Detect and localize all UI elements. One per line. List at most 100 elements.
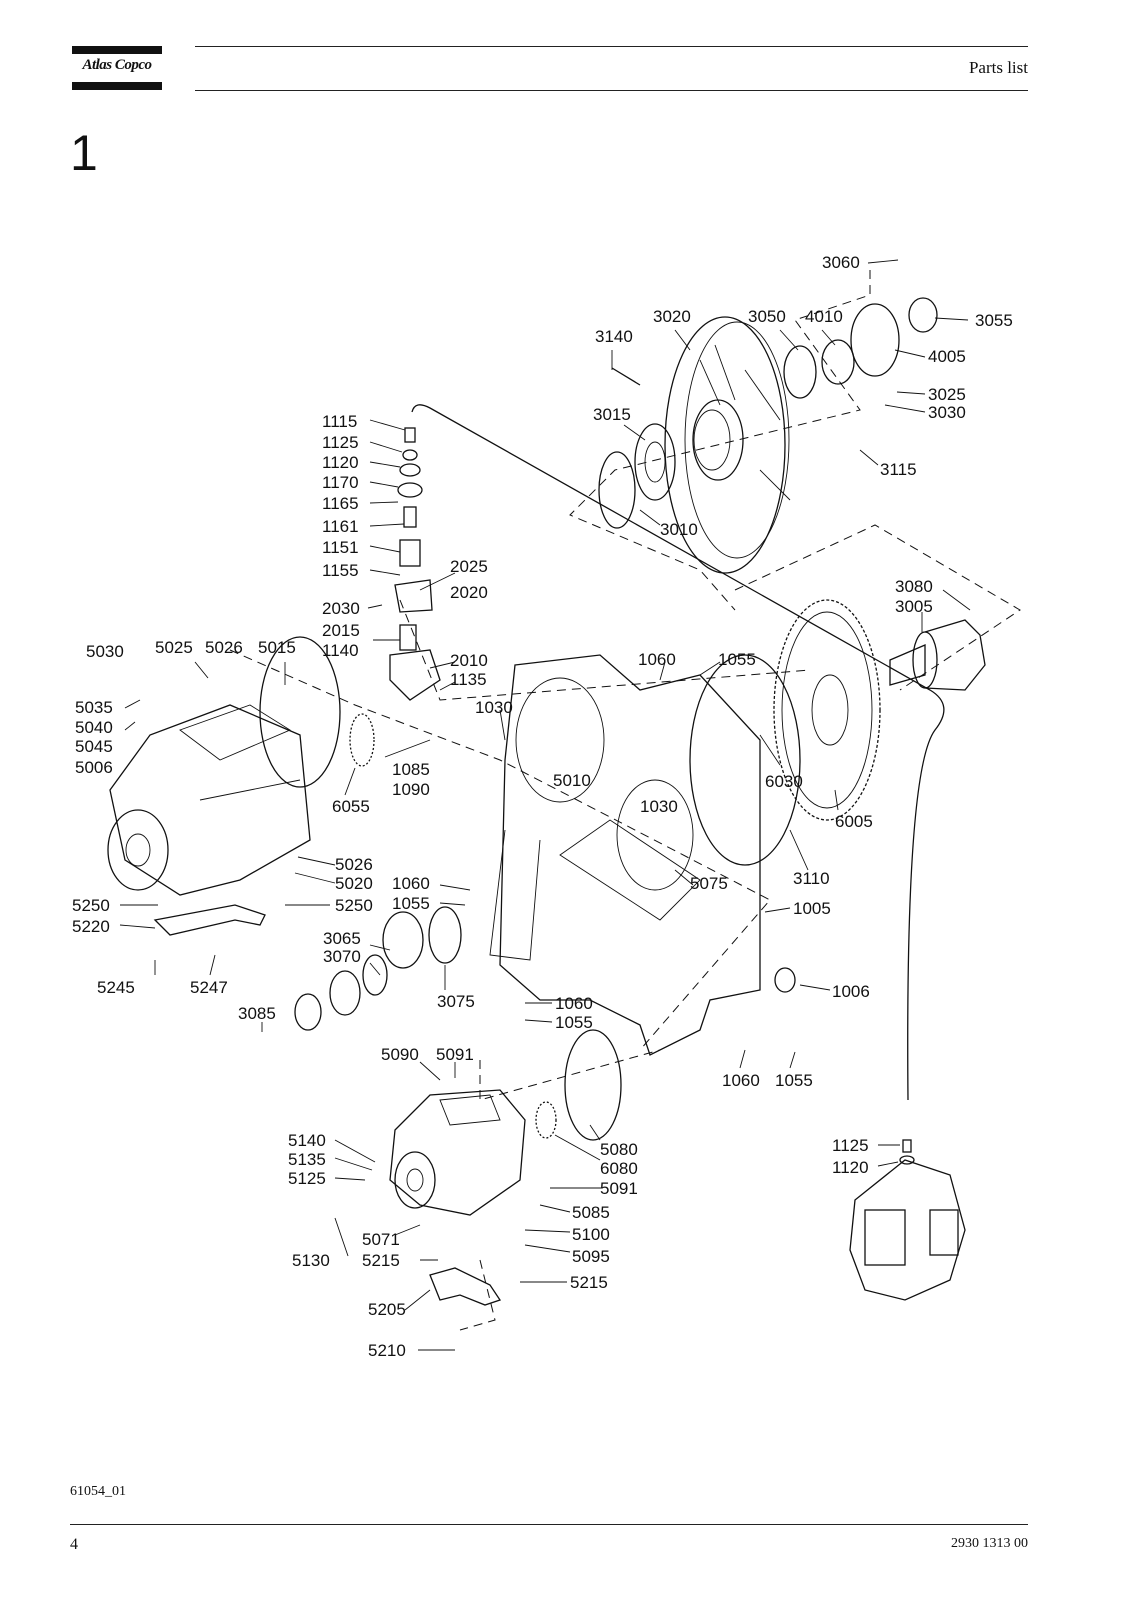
label-5140: 5140 <box>288 1131 326 1150</box>
page-title: Parts list <box>968 58 1028 77</box>
circlip-3075-drawing <box>428 906 462 964</box>
label-5215-left: 5215 <box>362 1251 400 1270</box>
label-3140: 3140 <box>595 327 633 346</box>
gear-6080-drawing <box>535 1101 557 1139</box>
label-5025: 5025 <box>155 638 193 657</box>
gear-housing-drawing <box>489 654 761 1056</box>
label-1161: 1161 <box>322 517 359 536</box>
footer-rule <box>70 1524 1028 1525</box>
label-5125: 5125 <box>288 1169 326 1188</box>
label-3025: 3025 <box>928 385 966 404</box>
label-1115: 1115 <box>322 412 357 431</box>
flange-cover-drawing <box>664 316 791 574</box>
lower-pump-drawing <box>389 1089 526 1216</box>
gear-drawing <box>329 970 361 1016</box>
label-3065: 3065 <box>323 929 361 948</box>
label-1055-top: 1055 <box>718 650 756 669</box>
shaft-3005-drawing <box>889 619 986 691</box>
label-1090: 1090 <box>392 780 430 799</box>
label-1060-top: 1060 <box>638 650 676 669</box>
label-5035: 5035 <box>75 698 113 717</box>
gear-6055-drawing <box>349 713 375 767</box>
label-1155: 1155 <box>322 561 359 580</box>
label-5006: 5006 <box>75 758 113 777</box>
label-2030: 2030 <box>322 599 360 618</box>
label-5075: 5075 <box>690 874 728 893</box>
plug-1006-drawing <box>774 967 796 993</box>
label-1140: 1140 <box>322 641 359 660</box>
label-3085: 3085 <box>238 1004 276 1023</box>
label-1120-b: 1120 <box>832 1158 869 1177</box>
leader-lines <box>119 259 971 1351</box>
label-5205: 5205 <box>368 1300 406 1319</box>
label-1055-right: 1055 <box>775 1071 813 1090</box>
label-2020: 2020 <box>450 583 488 602</box>
label-1125: 1125 <box>322 433 359 452</box>
label-3080: 3080 <box>895 577 933 596</box>
logo-bar-top <box>72 46 162 54</box>
part-labels: 3060 3020 3050 4010 3055 3140 4005 3025 … <box>72 253 1013 1360</box>
oring-3050-drawing <box>783 345 817 399</box>
label-5090: 5090 <box>381 1045 419 1064</box>
label-1060-right: 1060 <box>722 1071 760 1090</box>
flange-4005-drawing <box>850 303 900 377</box>
label-5010: 5010 <box>553 771 591 790</box>
label-3075: 3075 <box>437 992 475 1011</box>
label-6005: 6005 <box>835 812 873 831</box>
valve-stack-drawing <box>389 427 441 701</box>
bearing-3065-drawing <box>382 911 424 969</box>
label-6055: 6055 <box>332 797 370 816</box>
label-5080: 5080 <box>600 1140 638 1159</box>
label-3020: 3020 <box>653 307 691 326</box>
left-pump-drawing <box>107 704 311 896</box>
gasket-3110-drawing <box>689 654 801 866</box>
label-5100: 5100 <box>572 1225 610 1244</box>
gasket-5080-drawing <box>564 1029 622 1141</box>
label-1030-a: 1030 <box>475 698 513 717</box>
label-5250-right: 5250 <box>335 896 373 915</box>
label-5247: 5247 <box>190 978 228 997</box>
label-3110: 3110 <box>793 869 830 888</box>
label-5130: 5130 <box>292 1251 330 1270</box>
large-gear-drawing <box>773 599 881 821</box>
label-1006: 1006 <box>832 982 870 1001</box>
label-5045: 5045 <box>75 737 113 756</box>
label-2015: 2015 <box>322 621 360 640</box>
label-5020: 5020 <box>335 874 373 893</box>
label-1165: 1165 <box>322 494 359 513</box>
label-5215-right: 5215 <box>570 1273 608 1292</box>
label-3070: 3070 <box>323 947 361 966</box>
label-1030-b: 1030 <box>640 797 678 816</box>
label-3015: 3015 <box>593 405 631 424</box>
bearing-3015-drawing <box>634 423 676 501</box>
label-5210: 5210 <box>368 1341 406 1360</box>
label-5085: 5085 <box>572 1203 610 1222</box>
label-5245: 5245 <box>97 978 135 997</box>
figure-code: 61054_01 <box>70 1484 126 1499</box>
logo-wordmark: Atlas Copco <box>82 57 152 73</box>
label-2025: 2025 <box>450 557 488 576</box>
logo-bar-bottom <box>72 82 162 90</box>
label-1055-low: 1055 <box>555 1013 593 1032</box>
label-3010: 3010 <box>660 520 698 539</box>
label-3030: 3030 <box>928 403 966 422</box>
pipe-5220-drawing <box>153 904 266 936</box>
label-1170: 1170 <box>322 473 359 492</box>
pipe-5205-drawing <box>429 1267 502 1306</box>
label-5135: 5135 <box>288 1150 326 1169</box>
seal-4010-drawing <box>821 339 855 385</box>
label-5026-b: 5026 <box>335 855 373 874</box>
label-1151: 1151 <box>322 538 359 557</box>
section-number: 1 <box>70 125 98 181</box>
label-1125-b: 1125 <box>832 1136 869 1155</box>
document-number: 2930 1313 00 <box>951 1536 1028 1551</box>
label-3060: 3060 <box>822 253 860 272</box>
label-5091-b: 5091 <box>600 1179 638 1198</box>
page-number: 4 <box>70 1536 78 1553</box>
label-1120: 1120 <box>322 453 359 472</box>
label-3005: 3005 <box>895 597 933 616</box>
oil-pipe <box>411 404 945 1101</box>
label-1060-mid: 1060 <box>392 874 430 893</box>
label-2010: 2010 <box>450 651 488 670</box>
